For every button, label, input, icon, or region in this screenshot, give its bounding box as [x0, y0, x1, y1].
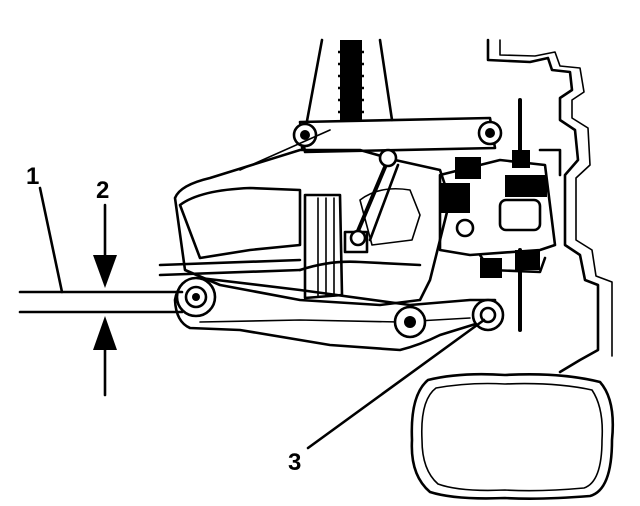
callout-2: 2 — [96, 177, 109, 204]
dimension-arrows — [93, 203, 117, 397]
center-bushing — [393, 305, 427, 339]
vehicle-frame — [486, 38, 613, 374]
leader-lines — [38, 186, 486, 450]
tie-rod — [349, 148, 400, 247]
reference-line — [18, 290, 184, 314]
lower-control-arm — [173, 276, 497, 352]
vertical-shaft — [512, 98, 530, 332]
inner-pivot-bushing — [175, 276, 217, 318]
callout-3: 3 — [288, 449, 301, 476]
tire — [410, 372, 615, 500]
upper-link — [292, 116, 503, 154]
callout-1: 1 — [26, 163, 39, 190]
brake-caliper — [438, 157, 557, 278]
